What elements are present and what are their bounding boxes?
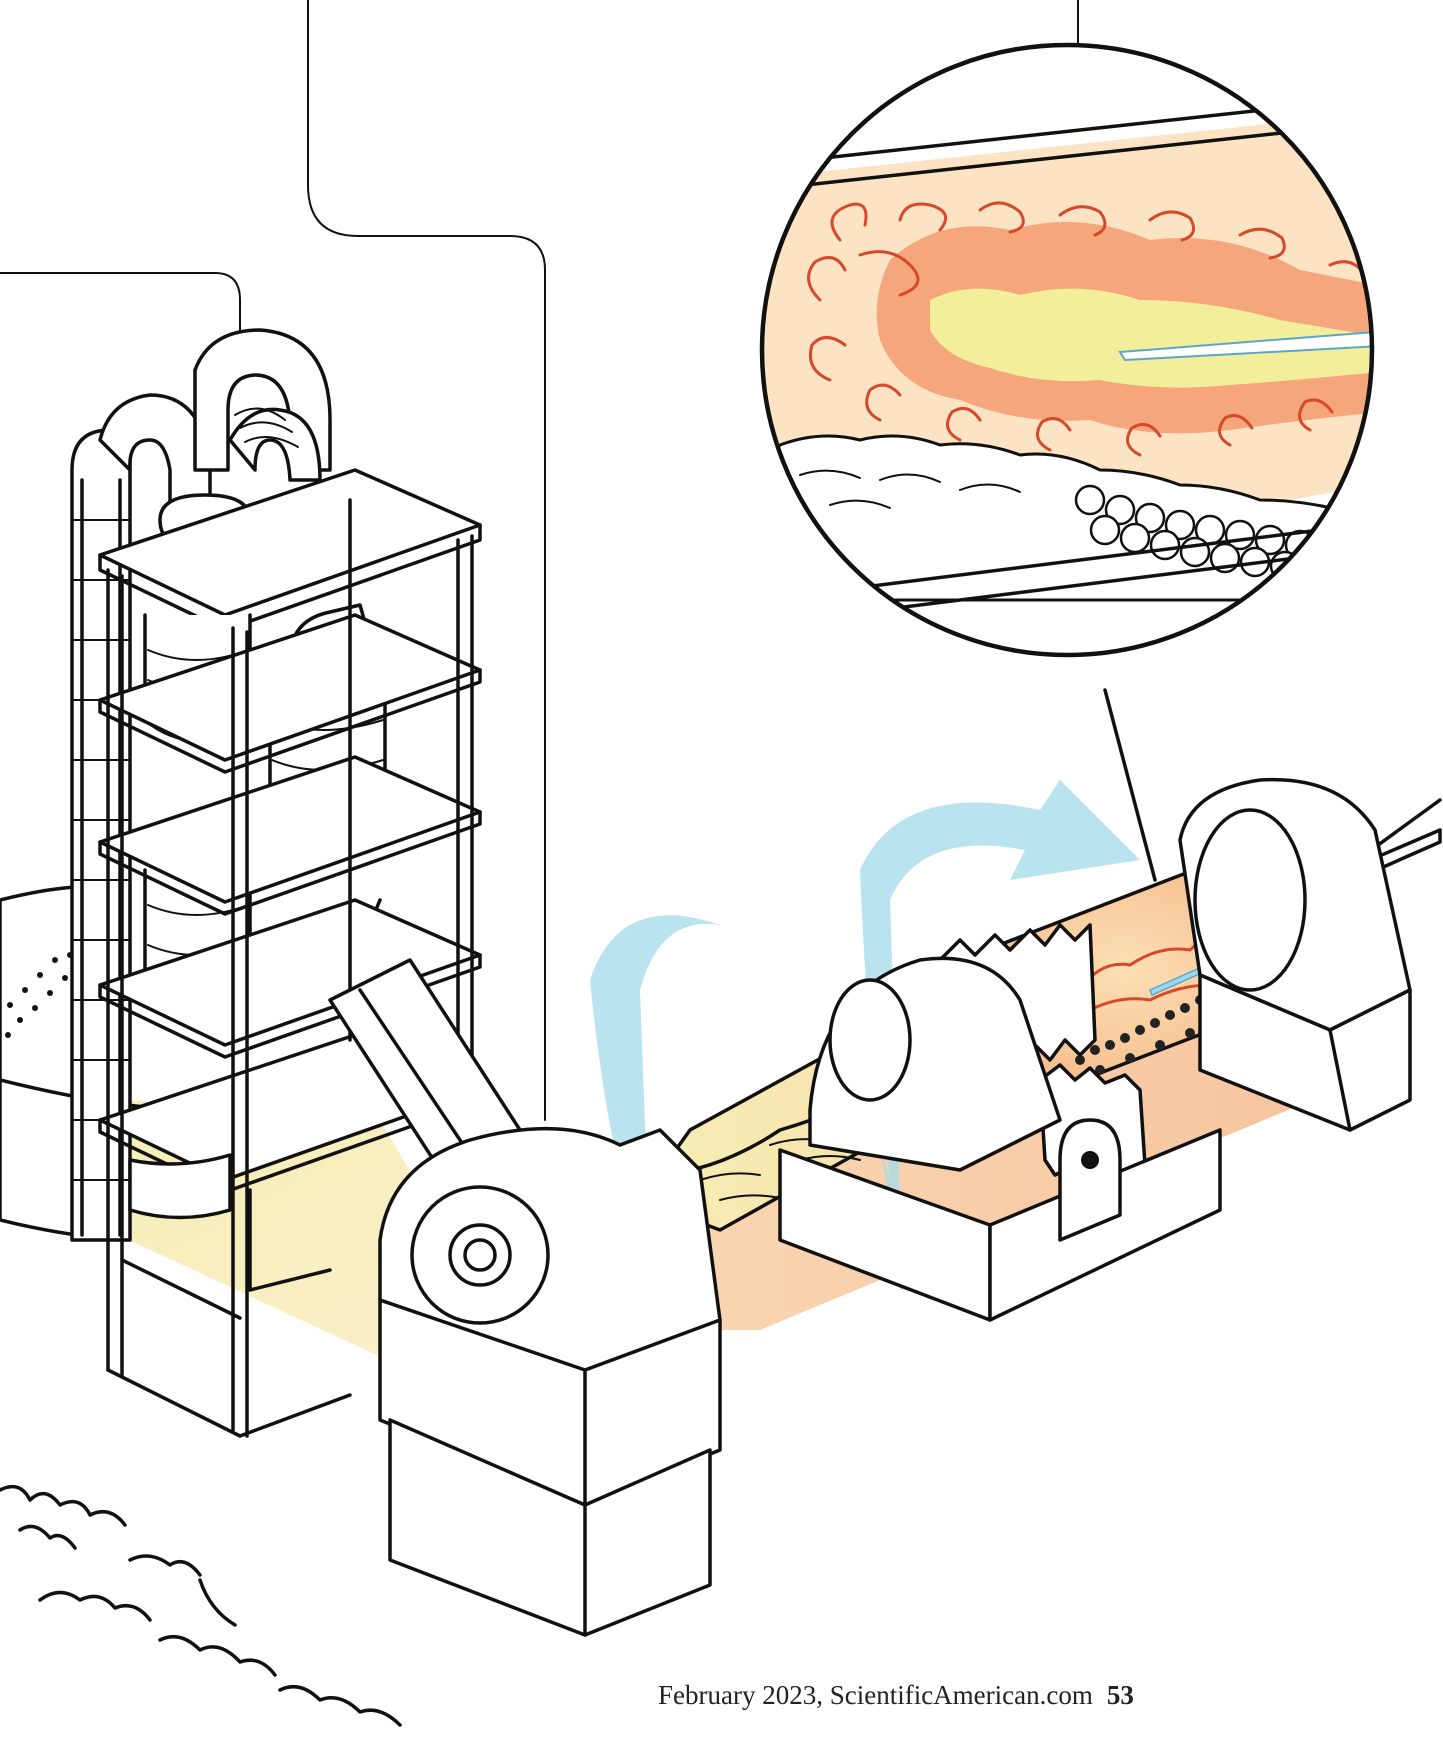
kiln-support-middle: [778, 956, 1222, 1322]
page-footer: February 2023, ScientificAmerican.com 53: [658, 1680, 1134, 1711]
magnified-flame-view: [759, 42, 1375, 658]
kiln-support-front: [378, 1126, 722, 1637]
preheater-tower: [70, 328, 522, 1438]
kiln-support-rear: [1178, 777, 1412, 1132]
page-number: 53: [1106, 1680, 1134, 1710]
footer-issue: February 2023, ScientificAmerican.com: [658, 1680, 1093, 1710]
rubble-pile: [0, 1484, 402, 1727]
